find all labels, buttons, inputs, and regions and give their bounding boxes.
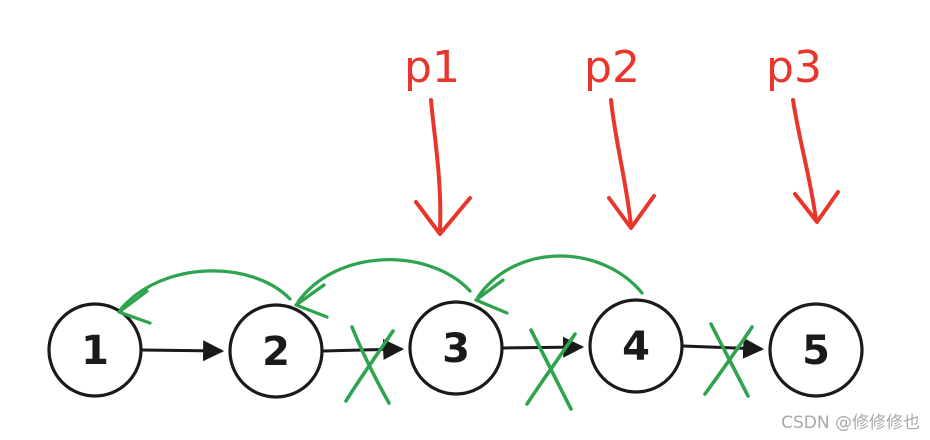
cross-out-2-3 bbox=[344, 325, 395, 405]
node-2-circle bbox=[228, 303, 324, 399]
cross-out-3-4-stroke-2 bbox=[525, 332, 577, 406]
pointer-arrow-p1 bbox=[414, 98, 472, 236]
node-1-circle bbox=[47, 302, 143, 398]
cross-out-2-3-stroke-2 bbox=[344, 329, 395, 403]
pointer-arrow-p3-head bbox=[793, 190, 840, 224]
reversal-arc-2-1 bbox=[117, 269, 292, 325]
cross-out-marks bbox=[344, 322, 754, 411]
pointer-arrow-p2-shaft bbox=[609, 98, 633, 228]
reversal-arc-4-3-head bbox=[474, 278, 509, 315]
pointer-arrow-p2 bbox=[607, 98, 656, 230]
reversal-arc-3-2-head bbox=[294, 283, 329, 319]
cross-out-3-4 bbox=[525, 328, 577, 411]
pointer-annotations: p1 p2 p3 bbox=[404, 42, 840, 236]
node-1: 1 bbox=[47, 302, 143, 398]
node-3-label: 3 bbox=[442, 326, 470, 372]
watermark: CSDN @修修修也 bbox=[781, 413, 920, 433]
reversal-arc-2-1-curve bbox=[119, 269, 292, 311]
pointer-arrow-p1-head bbox=[414, 196, 472, 236]
pointer-arrow-p3-shaft bbox=[791, 98, 818, 222]
pointer-label-p3: p3 bbox=[766, 42, 822, 93]
node-5: 5 bbox=[768, 302, 864, 398]
pointer-label-p2: p2 bbox=[584, 42, 640, 93]
node-4-label: 4 bbox=[622, 324, 650, 370]
pointer-label-p1: p1 bbox=[404, 42, 460, 93]
node-2: 2 bbox=[228, 303, 324, 399]
node-3: 3 bbox=[408, 300, 504, 396]
node-5-circle bbox=[768, 302, 864, 398]
forward-arrow-3-4 bbox=[502, 336, 585, 358]
pointer-arrow-p3 bbox=[791, 98, 840, 224]
nodes: 1 2 3 4 5 bbox=[47, 298, 864, 399]
reversal-arcs bbox=[117, 254, 644, 325]
reversal-arc-3-2-curve bbox=[296, 258, 472, 304]
reversal-arc-2-1-head bbox=[117, 289, 152, 325]
node-4: 4 bbox=[588, 298, 684, 394]
cross-out-4-5 bbox=[703, 322, 754, 398]
reversal-arc-3-2 bbox=[294, 258, 472, 319]
node-3-circle bbox=[408, 300, 504, 396]
forward-arrow-1-2 bbox=[141, 340, 225, 362]
node-1-label: 1 bbox=[81, 328, 109, 374]
cross-out-4-5-stroke-2 bbox=[703, 325, 754, 396]
node-2-label: 2 bbox=[262, 329, 290, 375]
node-5-label: 5 bbox=[802, 328, 830, 374]
reversal-arc-4-3-curve bbox=[476, 254, 644, 299]
pointer-arrow-p2-head bbox=[607, 194, 656, 230]
reversal-arc-4-3 bbox=[474, 254, 644, 315]
node-4-circle bbox=[588, 298, 684, 394]
pointer-arrow-p1-shaft bbox=[429, 98, 443, 232]
